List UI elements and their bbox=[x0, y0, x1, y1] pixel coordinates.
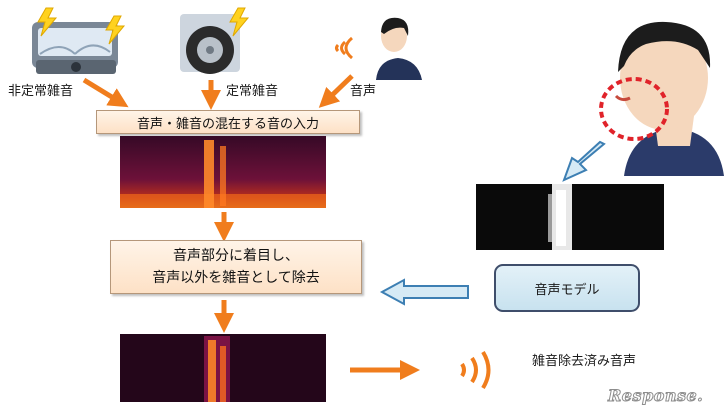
clean-spectrogram bbox=[120, 334, 326, 402]
model-spectrogram bbox=[476, 184, 664, 250]
input-box: 音声・雑音の混在する音の入力 bbox=[96, 110, 360, 134]
lightning-icon bbox=[105, 15, 126, 45]
lightning-icon bbox=[37, 7, 58, 37]
car-dashboard-icon bbox=[32, 22, 118, 74]
lightning-icon bbox=[229, 7, 250, 37]
process-text-line2: 音声以外を雑音として除去 bbox=[152, 270, 320, 286]
speech-label: 音声 bbox=[350, 84, 377, 99]
output-label: 雑音除去済み音声 bbox=[532, 354, 637, 369]
input-box-label: 音声・雑音の混在する音の入力 bbox=[136, 116, 319, 132]
voice-model-box: 音声モデル bbox=[494, 264, 640, 312]
non-stationary-noise-label: 非定常雑音 bbox=[8, 84, 74, 99]
person-icon bbox=[614, 21, 724, 176]
voice-model-label: 音声モデル bbox=[534, 282, 600, 298]
stationary-noise-label: 定常雑音 bbox=[226, 84, 279, 99]
person-icon bbox=[376, 17, 422, 80]
process-text-line1: 音声部分に着目し、 bbox=[173, 248, 299, 264]
arrow-speaker-to-model bbox=[562, 140, 606, 182]
tire-icon bbox=[180, 14, 240, 74]
arrow-model-to-process bbox=[379, 278, 469, 306]
sound-waves-icon bbox=[335, 36, 354, 60]
noisy-spectrogram bbox=[120, 136, 326, 208]
sound-waves-icon bbox=[460, 350, 491, 390]
mouth-highlight-circle bbox=[599, 77, 669, 141]
process-box: 音声部分に着目し、 音声以外を雑音として除去 bbox=[110, 240, 362, 294]
watermark-logo: Response. bbox=[607, 386, 704, 406]
